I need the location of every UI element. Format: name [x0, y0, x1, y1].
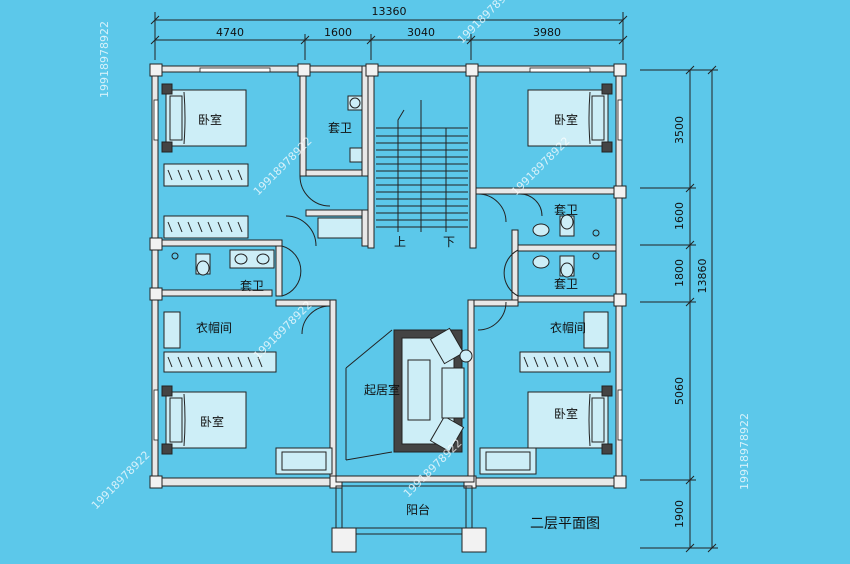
- dim-right-seg-4: 5060: [673, 377, 686, 405]
- dim-top-total: 13360: [372, 5, 407, 18]
- structural-columns: [149, 63, 627, 489]
- drawing-title: 二层平面图: [530, 516, 600, 532]
- dim-right-seg-1: 3500: [673, 116, 686, 144]
- hanger-mark: [177, 356, 183, 368]
- hanger-mark: [553, 356, 559, 368]
- doors: [281, 175, 543, 335]
- hanger-mark: [533, 356, 539, 368]
- label-bath-right-upper: 套卫: [554, 203, 578, 217]
- hanger-mark: [217, 169, 223, 181]
- watermark-text-2: 19918978922: [455, 0, 519, 46]
- dim-top-seg-4: 3980: [533, 26, 561, 39]
- balcony: [331, 475, 487, 553]
- top-dimensions: 13360 4740 1600 3040 3980: [150, 5, 628, 60]
- hanger-mark: [593, 356, 599, 368]
- dim-right-seg-2: 1600: [673, 202, 686, 230]
- hanger-mark: [227, 221, 233, 233]
- hanger-mark: [207, 221, 213, 233]
- hanger-mark: [187, 221, 193, 233]
- watermark-text-4: 19918978922: [251, 298, 315, 362]
- room-labels: 卧室 卧室 卧室 卧室 套卫 套卫 套卫 套卫 衣帽间 衣帽间 起居室 阳台: [196, 112, 586, 517]
- label-bedroom-sw: 卧室: [200, 414, 224, 429]
- label-bedroom-nw: 卧室: [198, 112, 222, 127]
- hanger-mark: [167, 356, 173, 368]
- bed-ne: [527, 83, 613, 153]
- hanger-mark: [583, 356, 589, 368]
- living-sofa-set: [345, 327, 473, 461]
- sanitary-fixtures: [171, 95, 600, 278]
- label-bedroom-se: 卧室: [554, 406, 578, 421]
- hanger-mark: [237, 169, 243, 181]
- stair-down-label: 下: [443, 235, 455, 249]
- hanger-mark: [227, 356, 233, 368]
- hanger-mark: [523, 356, 529, 368]
- dim-top-seg-1: 4740: [216, 26, 244, 39]
- hanger-mark: [207, 169, 213, 181]
- hanger-mark: [187, 169, 193, 181]
- label-living: 起居室: [364, 382, 400, 397]
- watermark-text-5: 19918978922: [89, 448, 153, 512]
- hanger-mark: [167, 169, 173, 181]
- hanger-mark: [197, 221, 203, 233]
- hanger-mark: [257, 356, 263, 368]
- dim-top-seg-3: 3040: [407, 26, 435, 39]
- hanger-mark: [217, 356, 223, 368]
- hanger-mark: [237, 221, 243, 233]
- label-bedroom-ne: 卧室: [554, 112, 578, 127]
- hanger-mark: [167, 221, 173, 233]
- hanger-mark: [197, 356, 203, 368]
- wardrobes: [163, 163, 611, 373]
- bed-sw: [161, 385, 247, 455]
- stair-up-label: 上: [394, 235, 406, 249]
- hanger-mark: [217, 221, 223, 233]
- dim-top-seg-2: 1600: [324, 26, 352, 39]
- label-bath-left: 套卫: [240, 279, 264, 293]
- hanger-mark: [177, 221, 183, 233]
- hanger-mark: [237, 356, 243, 368]
- hanger-mark: [573, 356, 579, 368]
- hanger-mark: [207, 356, 213, 368]
- dim-right-seg-5: 1900: [673, 500, 686, 528]
- label-bath-top: 套卫: [328, 121, 352, 135]
- watermark-text-7: 19918978922: [98, 21, 111, 98]
- hanger-mark: [197, 169, 203, 181]
- hanger-mark: [227, 169, 233, 181]
- hanger-mark: [187, 356, 193, 368]
- bedroom-sofas: [275, 447, 537, 475]
- hanger-mark: [177, 169, 183, 181]
- hanger-mark: [543, 356, 549, 368]
- label-closet-right: 衣帽间: [550, 320, 586, 335]
- interior-walls: [151, 65, 617, 479]
- label-bath-right-lower: 套卫: [554, 277, 578, 291]
- dim-right-total: 13860: [696, 259, 709, 294]
- label-balcony: 阳台: [406, 502, 430, 517]
- staircase: 上 下: [376, 100, 468, 249]
- bed-se: [527, 385, 613, 455]
- dim-right-seg-3: 1800: [673, 259, 686, 287]
- label-closet-left: 衣帽间: [196, 320, 232, 335]
- hanger-mark: [247, 356, 253, 368]
- hanger-mark: [563, 356, 569, 368]
- bed-nw: [161, 83, 247, 153]
- right-dimensions: 3500 1600 1800 5060 1900 13860: [640, 65, 718, 553]
- watermark-text-8: 19918978922: [738, 413, 751, 490]
